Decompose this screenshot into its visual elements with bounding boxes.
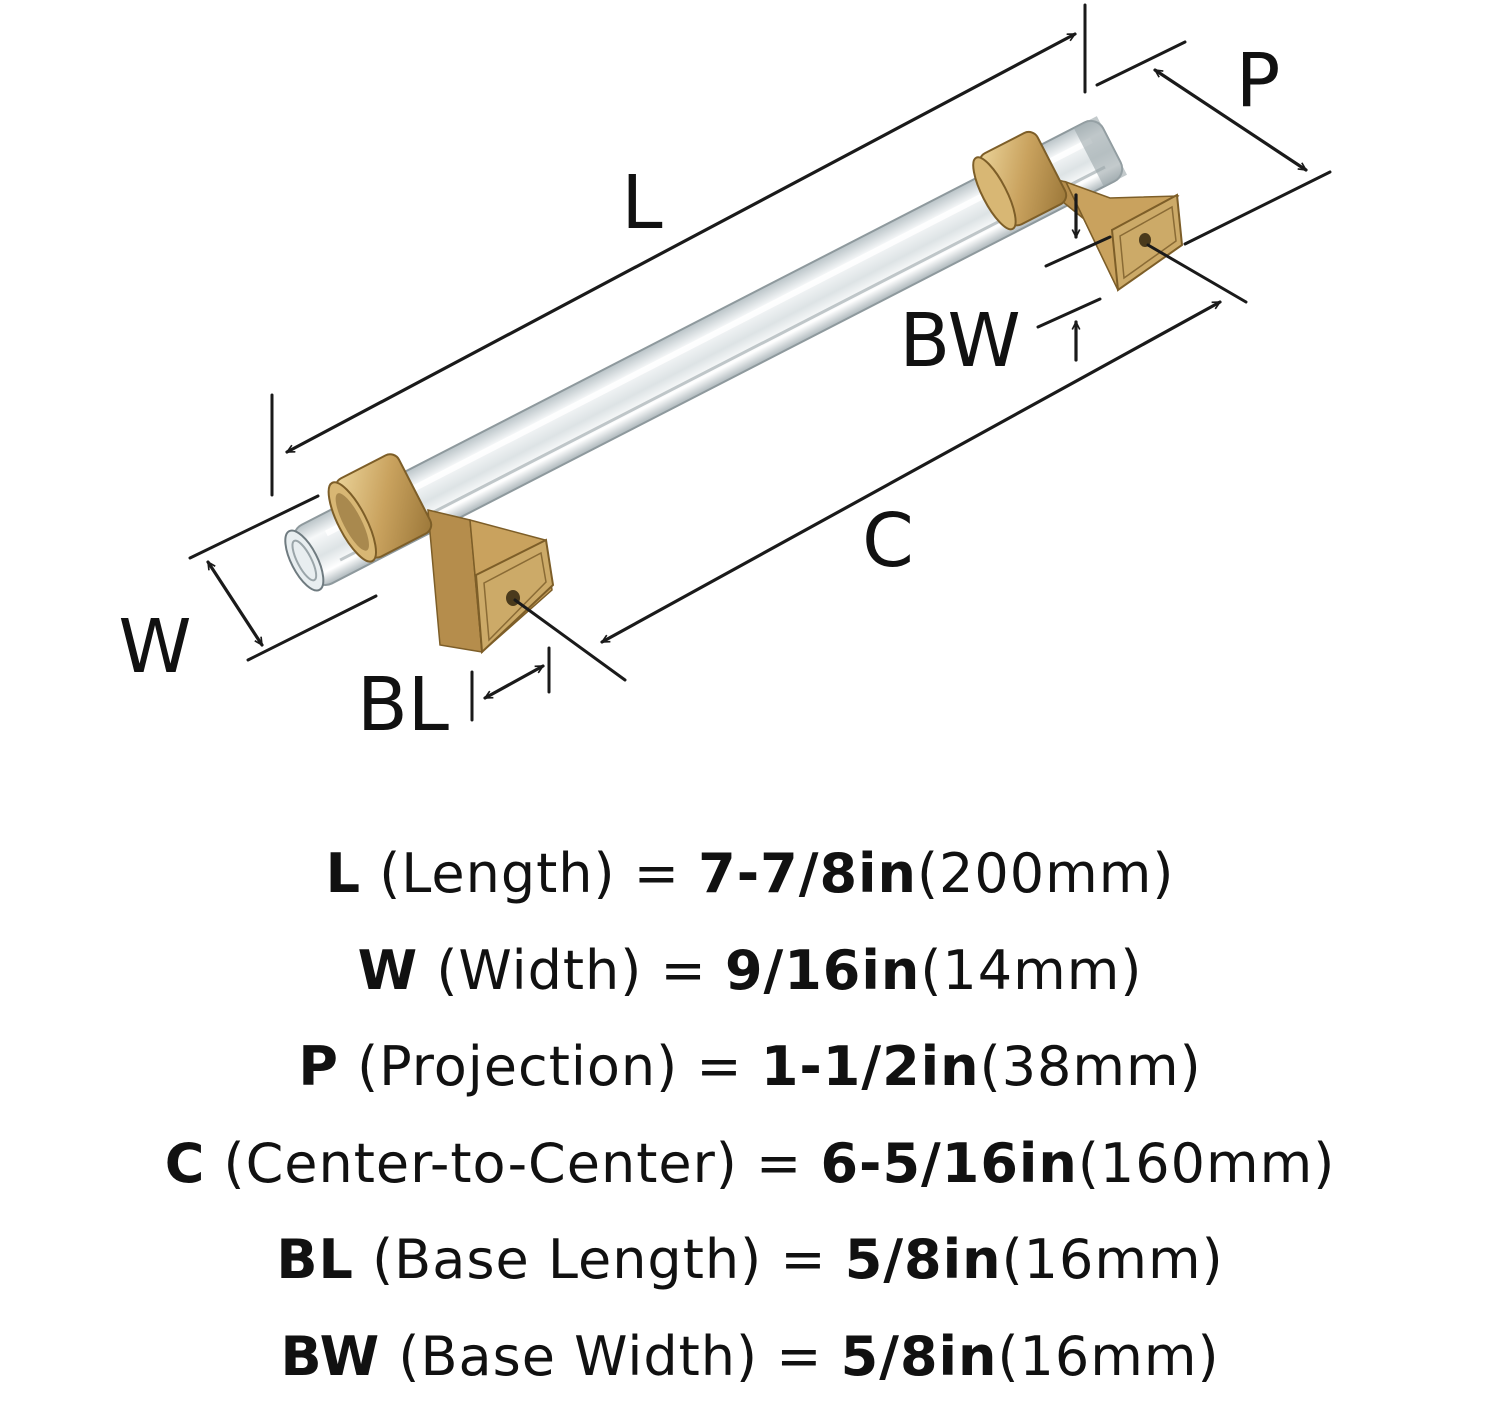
spec-name: (Base Length) =	[372, 1228, 826, 1291]
spec-metric: (200mm)	[917, 842, 1174, 905]
handle-dimension-diagram: L P C W BL BW	[0, 0, 1500, 780]
spec-metric: (14mm)	[920, 939, 1142, 1002]
spec-name: (Base Width) =	[398, 1325, 822, 1388]
label-BW: BW	[899, 298, 1020, 384]
spec-metric: (16mm)	[997, 1325, 1219, 1388]
spec-imperial: 6-5/16in	[820, 1132, 1077, 1195]
spec-imperial: 5/8in	[845, 1228, 1002, 1291]
spec-name: (Center-to-Center) =	[224, 1132, 803, 1195]
spec-imperial: 5/8in	[841, 1325, 998, 1388]
spec-key: C	[165, 1132, 206, 1195]
spec-key: W	[358, 939, 419, 1002]
spec-center-to-center: C (Center-to-Center) = 6-5/16in(160mm)	[0, 1116, 1500, 1213]
spec-imperial: 1-1/2in	[761, 1035, 980, 1098]
spec-metric: (160mm)	[1078, 1132, 1335, 1195]
dimension-BL: BL	[357, 648, 549, 748]
spec-imperial: 9/16in	[725, 939, 920, 1002]
spec-metric: (38mm)	[980, 1035, 1202, 1098]
spec-name: (Width) =	[436, 939, 706, 1002]
label-C: C	[862, 498, 914, 584]
spec-base-width: BW (Base Width) = 5/8in(16mm)	[0, 1309, 1500, 1405]
spec-name: (Projection) =	[357, 1035, 743, 1098]
label-L: L	[621, 160, 662, 246]
spec-key: P	[298, 1035, 339, 1098]
label-W: W	[118, 604, 191, 690]
spec-base-length: BL (Base Length) = 5/8in(16mm)	[0, 1212, 1500, 1309]
label-BL: BL	[357, 662, 449, 748]
spec-width: W (Width) = 9/16in(14mm)	[0, 923, 1500, 1020]
dimension-C: C	[515, 245, 1246, 680]
spec-key: L	[326, 842, 361, 905]
spec-name: (Length) =	[379, 842, 680, 905]
spec-key: BL	[276, 1228, 354, 1291]
label-P: P	[1236, 38, 1281, 124]
spec-length: L (Length) = 7-7/8in(200mm)	[0, 826, 1500, 923]
specifications-list: L (Length) = 7-7/8in(200mm) W (Width) = …	[0, 826, 1500, 1405]
spec-imperial: 7-7/8in	[698, 842, 917, 905]
spec-projection: P (Projection) = 1-1/2in(38mm)	[0, 1019, 1500, 1116]
spec-metric: (16mm)	[1002, 1228, 1224, 1291]
spec-key: BW	[280, 1325, 380, 1388]
